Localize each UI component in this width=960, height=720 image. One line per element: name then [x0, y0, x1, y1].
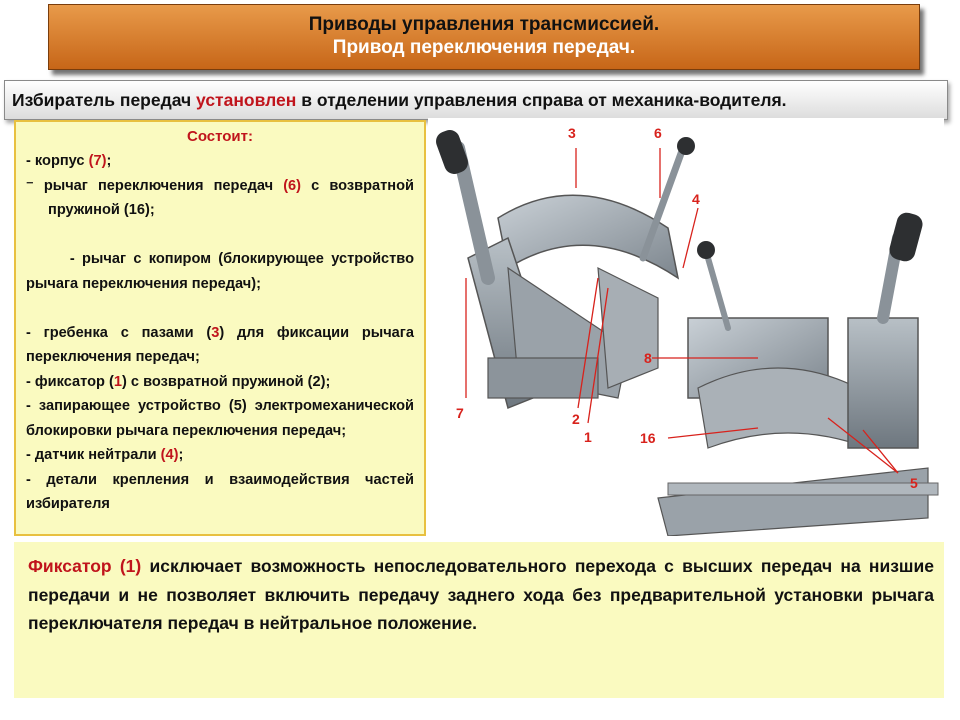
lever-grip-right-icon [889, 212, 923, 262]
subtitle-text-1: Избиратель передач [12, 90, 197, 110]
component-item-comb: - гребенка с пазами (3) для фиксации рыч… [26, 321, 414, 370]
title-line-1: Приводы управления трансмиссией. [308, 14, 660, 35]
gear-selector-illustration: 3 6 4 8 7 2 1 16 5 [428, 118, 944, 536]
item-ref: (6) [283, 177, 302, 194]
figure-label-6: 6 [654, 125, 662, 141]
item-text: - корпус [26, 153, 89, 169]
item-text: ⁻ рычаг переключения передач [26, 177, 284, 194]
component-item-fasteners: - детали крепления и взаимодействия част… [26, 468, 414, 517]
shift-knob-icon [677, 137, 695, 155]
component-item-lever: ⁻ рычаг переключения передач (6) с возвр… [26, 174, 414, 223]
item-ref: (4) [160, 447, 179, 463]
figure-label-5: 5 [910, 475, 918, 491]
component-item-copier-lever: - рычаг с копиром (блокирующее устройств… [26, 223, 414, 321]
subtitle-text-2: в отделении управления справа от механик… [296, 90, 787, 110]
figure-label-4: 4 [692, 191, 700, 207]
component-item-lock-device: - запирающее устройство (5) электромехан… [26, 394, 414, 443]
item-text: - датчик нейтрали [26, 447, 161, 463]
item-text: - фиксатор ( [26, 373, 114, 390]
figure-label-16: 16 [640, 430, 656, 446]
item-text: - детали крепления и взаимодействия част… [26, 471, 414, 513]
item-text: ; [178, 447, 184, 463]
figure-label-1: 1 [584, 429, 592, 445]
item-text: ; [106, 153, 112, 169]
item-text: - запирающее устройство (5) электромехан… [26, 398, 414, 439]
component-item-latch: - фиксатор (1) с возвратной пружиной (2)… [26, 370, 414, 395]
item-text: - рычаг с копиром (блокирующее устройств… [26, 251, 419, 292]
component-item-neutral-sensor: - датчик нейтрали (4); [26, 443, 414, 468]
item-ref: 3 [211, 324, 220, 341]
shift-knob-right-icon [697, 241, 715, 259]
subtitle-bar: Избиратель передач установлен в отделени… [4, 80, 948, 120]
description-lead: Фиксатор (1) [28, 556, 142, 576]
callout-lines [465, 148, 899, 474]
item-text: - гребенка с пазами ( [26, 324, 212, 341]
item-ref: 1 [113, 373, 123, 390]
title-line-2: Привод переключения передач. [332, 37, 636, 58]
lever-grip-icon [436, 130, 468, 174]
components-heading: Состоит: [186, 128, 253, 145]
shift-lever [639, 144, 687, 262]
figure-label-7: 7 [456, 405, 464, 421]
item-text: ) для фиксации рычага переключения перед… [26, 324, 414, 366]
title-banner: Приводы управления трансмиссией. Привод … [48, 4, 920, 70]
item-text: с возвратной пружиной (16); [48, 177, 414, 219]
description-text: исключает возможность непоследовательног… [28, 556, 935, 633]
components-panel: Состоит: - корпус (7); ⁻ рычаг переключе… [14, 120, 426, 536]
description-panel: Фиксатор (1) исключает возможность непос… [14, 542, 944, 698]
selector-assembly-left [436, 130, 695, 410]
subtitle-highlight: установлен [196, 90, 297, 110]
figure-label-3: 3 [568, 125, 576, 141]
figure-label-2: 2 [572, 411, 580, 427]
item-ref: (7) [88, 153, 107, 169]
component-item-body: - корпус (7); [26, 149, 414, 174]
item-text: ) с возвратной пружиной (2); [122, 373, 331, 390]
figure-label-8: 8 [644, 350, 652, 366]
rod [667, 482, 939, 496]
